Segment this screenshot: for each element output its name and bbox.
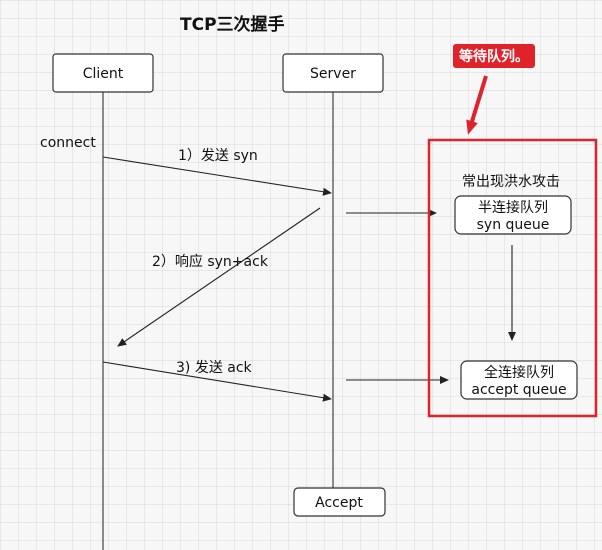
step2-synack-arrow — [117, 207, 321, 347]
red-pointer-arrow-icon — [466, 75, 488, 135]
step3-ack-arrow — [102, 361, 332, 402]
accept-queue-label-cn: 全连接队列 — [484, 364, 554, 381]
syn-queue-box — [454, 195, 572, 235]
accept-queue-box — [460, 360, 578, 400]
syn-queue-label-en: syn queue — [477, 217, 550, 233]
accept-label: Accept — [315, 495, 363, 511]
syn-queue-label-cn: 半连接队列 — [478, 199, 548, 216]
step1-syn-arrow — [102, 156, 332, 196]
step1-label: 1）发送 syn — [178, 148, 258, 164]
accept-box — [293, 487, 386, 517]
queue-highlight-panel — [427, 138, 598, 418]
waiting-queue-callout-label: 等待队列。 — [459, 48, 529, 65]
flood-attack-heading: 常出现洪水攻击 — [462, 174, 560, 190]
accept-queue-label-en: accept queue — [471, 382, 566, 398]
server-actor-label: Server — [310, 66, 356, 82]
step2-label: 2）响应 syn+ack — [152, 253, 269, 270]
diagram-title: TCP三次握手 — [180, 14, 285, 35]
step3-label: 3) 发送 ack — [176, 360, 253, 376]
waiting-queue-callout-box — [453, 44, 535, 68]
connect-label: connect — [40, 135, 96, 151]
client-actor-label: Client — [83, 66, 124, 82]
